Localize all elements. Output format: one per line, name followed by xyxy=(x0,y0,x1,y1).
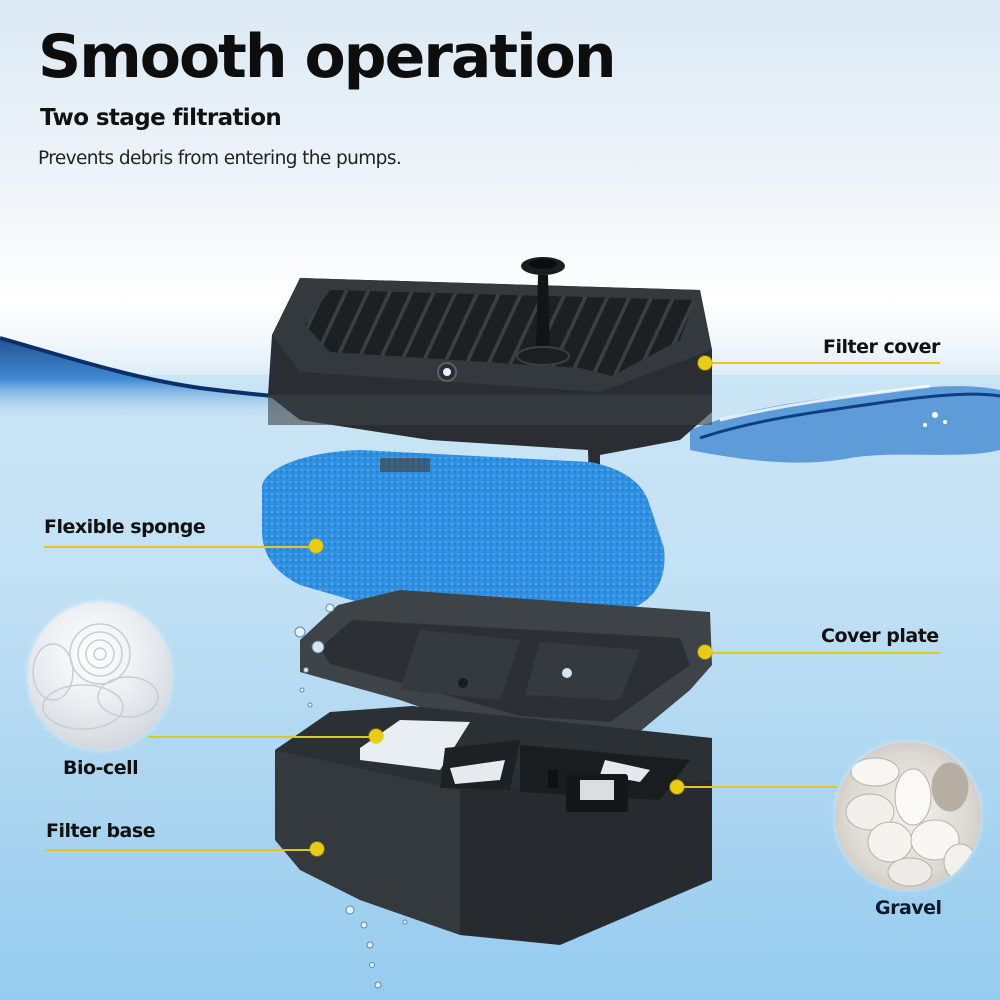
callout-label-gravel: Gravel xyxy=(875,897,942,919)
bubbles xyxy=(294,603,408,989)
gravel-inset-image xyxy=(835,742,981,890)
flexible-sponge-shape xyxy=(262,450,665,642)
callout-dot-icon xyxy=(670,780,684,794)
filter-base-shape xyxy=(275,706,712,945)
page-subtitle: Two stage filtration xyxy=(40,105,282,131)
callout-dot-icon xyxy=(698,356,712,370)
callout-dot-icon xyxy=(698,645,712,659)
filter-cover-shape xyxy=(268,257,712,520)
cover-plate-shape xyxy=(300,590,712,748)
callout-label-filter-base: Filter base xyxy=(46,820,156,842)
water-surface-wave xyxy=(0,336,1000,463)
page-description: Prevents debris from entering the pumps. xyxy=(38,148,402,169)
callout-label-cover-plate: Cover plate xyxy=(821,625,939,647)
leader-line xyxy=(705,652,940,654)
callout-dot-icon xyxy=(369,729,383,743)
page-title: Smooth operation xyxy=(38,22,617,92)
leader-line xyxy=(148,736,376,738)
callout-dot-icon xyxy=(310,842,324,856)
bio-cell-inset-image xyxy=(28,602,172,750)
leader-line xyxy=(705,362,940,364)
leader-line xyxy=(44,546,316,548)
callout-label-flexible-sponge: Flexible sponge xyxy=(44,516,206,538)
callout-label-filter-cover: Filter cover xyxy=(823,336,940,358)
callout-label-bio-cell: Bio-cell xyxy=(63,757,139,779)
leader-line xyxy=(677,786,837,788)
leader-line xyxy=(46,849,317,851)
callout-dot-icon xyxy=(309,539,323,553)
